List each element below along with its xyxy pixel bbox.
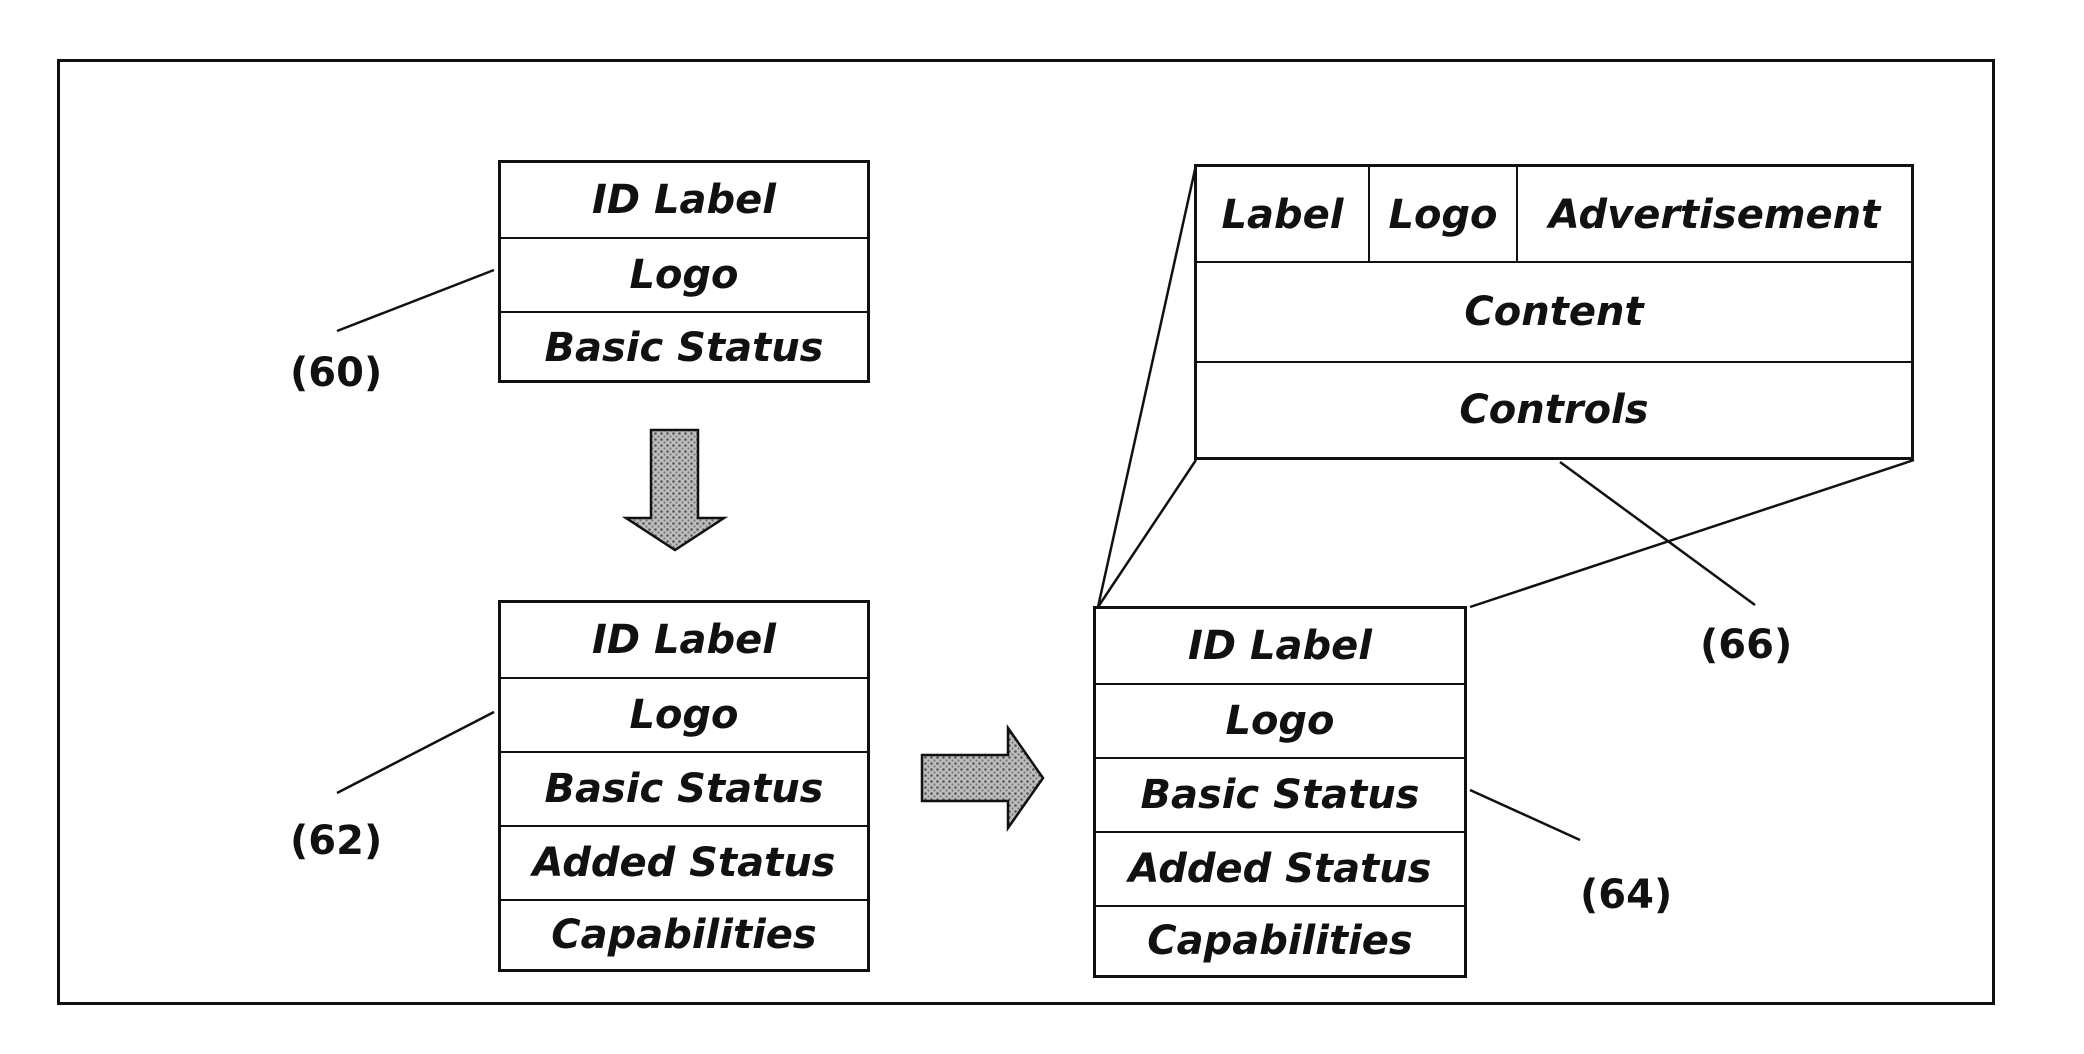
expansion-line-right: [1470, 460, 1914, 607]
box-60-row-logo: Logo: [501, 237, 867, 311]
box-66-header-row: Label Logo Advertisement: [1197, 167, 1911, 263]
box-66-header-advertisement: Advertisement: [1518, 167, 1911, 263]
expansion-line-upper-left: [1098, 165, 1196, 607]
box-64-row-basic-status: Basic Status: [1096, 757, 1464, 831]
box-64-row-capabilities: Capabilities: [1096, 905, 1464, 975]
box-62-row-basic-status: Basic Status: [501, 751, 867, 825]
box-60-row-basic-status: Basic Status: [501, 311, 867, 383]
expansion-line-lower-left: [1098, 460, 1196, 607]
box-64-row-logo: Logo: [1096, 683, 1464, 757]
leader-line-66: [1560, 462, 1755, 605]
ref-label-64: (64): [1580, 872, 1672, 918]
box-64-row-added-status: Added Status: [1096, 831, 1464, 905]
box-62: ID Label Logo Basic Status Added Status …: [498, 600, 870, 972]
box-60-row-id-label: ID Label: [501, 163, 867, 237]
box-66-row-controls: Controls: [1197, 361, 1911, 457]
leader-line-62: [337, 712, 494, 793]
box-66: Label Logo Advertisement Content Control…: [1194, 164, 1914, 460]
box-62-row-id-label: ID Label: [501, 603, 867, 677]
box-66-row-content: Content: [1197, 263, 1911, 361]
box-64: ID Label Logo Basic Status Added Status …: [1093, 606, 1467, 978]
ref-label-60: (60): [290, 350, 382, 396]
box-62-row-added-status: Added Status: [501, 825, 867, 899]
box-66-header-label: Label: [1197, 167, 1370, 263]
box-60: ID Label Logo Basic Status: [498, 160, 870, 383]
box-66-header-logo: Logo: [1370, 167, 1518, 263]
down-arrow-icon: [626, 430, 724, 550]
box-62-row-capabilities: Capabilities: [501, 899, 867, 969]
box-62-row-logo: Logo: [501, 677, 867, 751]
right-arrow-icon: [922, 728, 1043, 828]
ref-label-66: (66): [1700, 622, 1792, 668]
leader-line-60: [337, 270, 494, 331]
ref-label-62: (62): [290, 818, 382, 864]
box-64-row-id-label: ID Label: [1096, 609, 1464, 683]
leader-line-64: [1470, 790, 1580, 840]
